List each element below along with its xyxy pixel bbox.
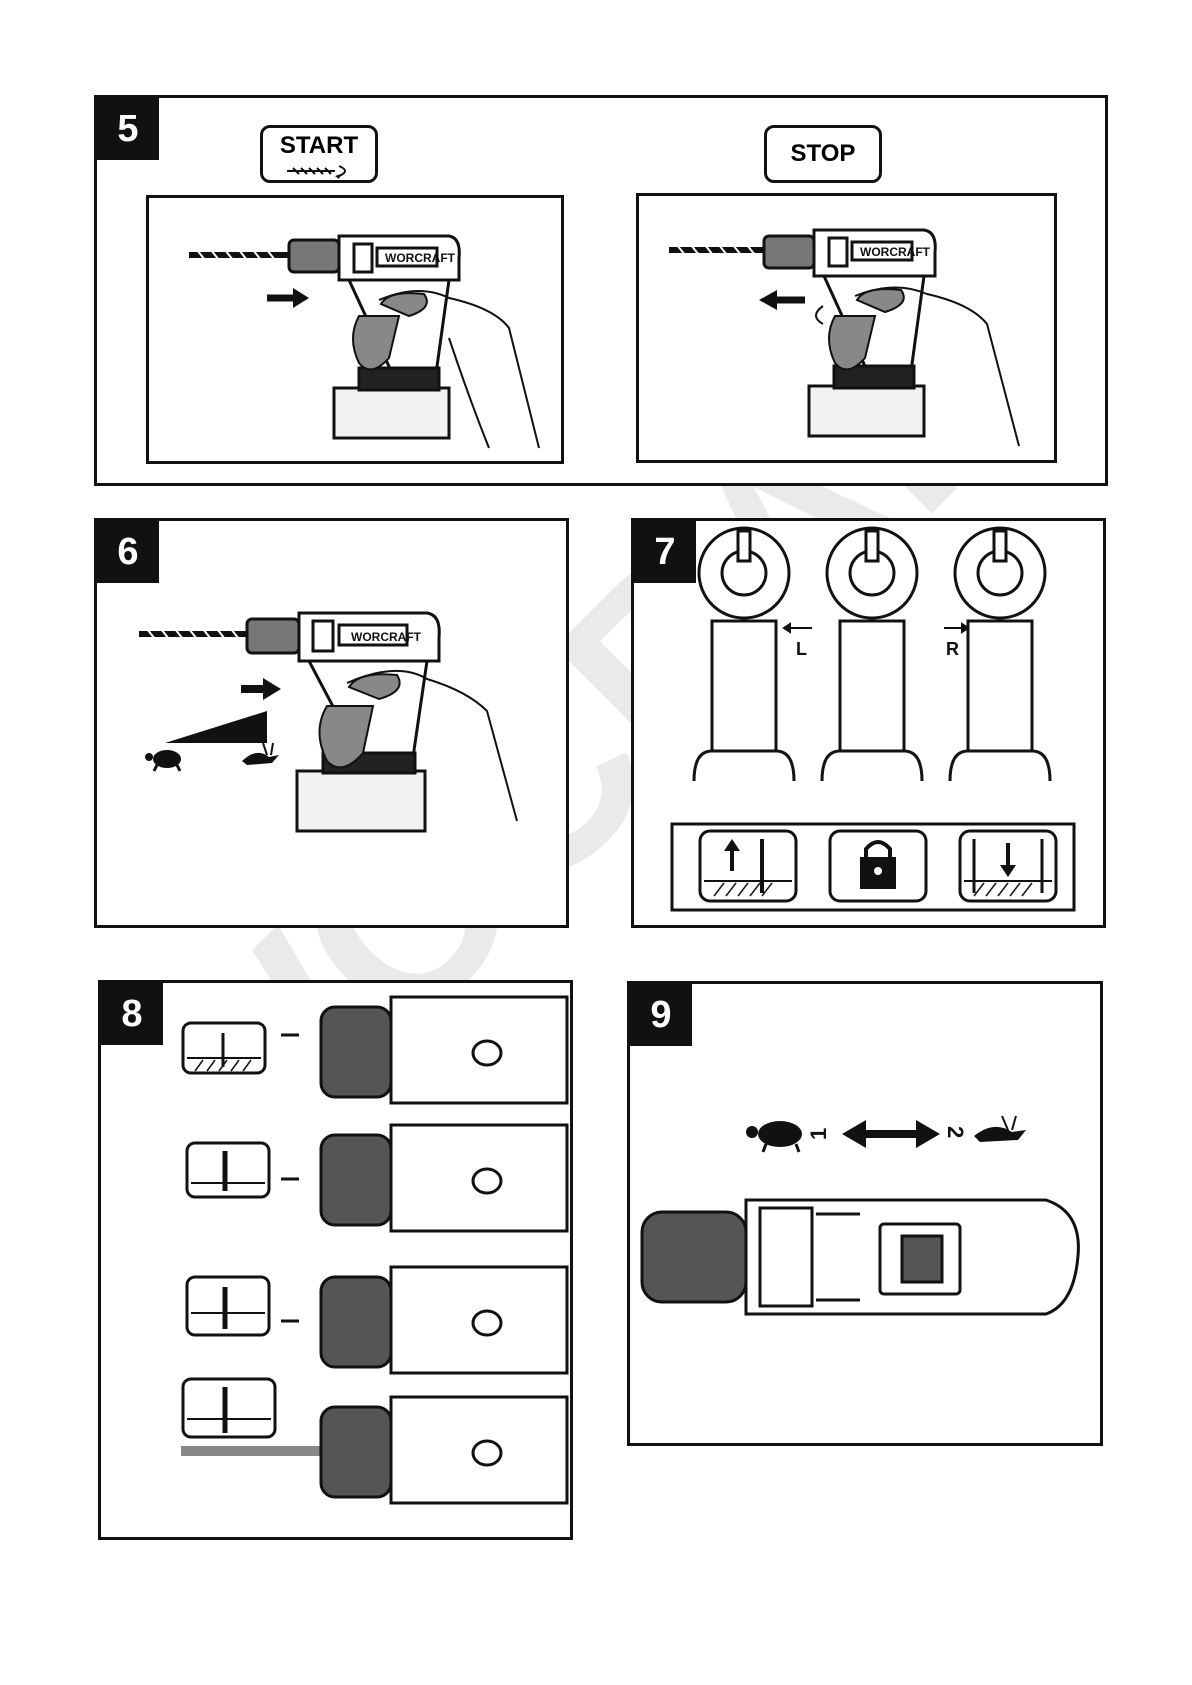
drill-bit-icon — [285, 164, 355, 178]
right-direction-label: R — [946, 639, 959, 659]
drill-illustration-start: WORCRAFT — [149, 198, 561, 461]
brand-logo: WORCRAFT — [860, 245, 931, 259]
wood-screw-icon — [187, 1277, 269, 1335]
brand-logo: WORCRAFT — [385, 251, 456, 265]
turtle-icon — [145, 750, 181, 771]
brand-logo: WORCRAFT — [351, 630, 422, 644]
drill-head-3 — [281, 1267, 567, 1373]
start-label-text: START — [280, 132, 358, 160]
lock-icon — [830, 831, 926, 901]
drill-into-wood-icon — [183, 1379, 275, 1437]
panel-7: 7 L R — [631, 518, 1106, 928]
step-number-5: 5 — [97, 98, 159, 160]
stop-label: STOP — [764, 125, 882, 183]
drill-bit-icon — [189, 250, 289, 260]
stop-frame: WORCRAFT — [636, 193, 1057, 463]
push-arrow-icon — [267, 288, 309, 308]
screw-in-icon — [960, 831, 1056, 901]
drill-illustration-stop: WORCRAFT — [639, 196, 1054, 460]
screw-icon — [187, 1143, 269, 1197]
panel-5: 5 START STOP WORCRAFT — [94, 95, 1108, 486]
push-arrow-icon — [241, 678, 281, 700]
drill-bit-icon — [669, 245, 764, 255]
drill-head-1 — [281, 997, 567, 1103]
left-direction-label: L — [796, 639, 807, 659]
drill-bit-icon — [139, 629, 247, 639]
drill-speed-illustration: WORCRAFT — [97, 521, 566, 925]
start-frame: WORCRAFT — [146, 195, 564, 464]
release-arrow-icon — [759, 290, 805, 310]
drill-top-view — [642, 1200, 1078, 1314]
panel-6: 6 WORCRAFT — [94, 518, 569, 928]
direction-switch-illustration: L R — [634, 521, 1103, 925]
nail-icon — [183, 1023, 265, 1073]
panel-9: 9 1 2 — [627, 981, 1103, 1446]
start-label: START — [260, 125, 378, 183]
rabbit-icon — [242, 743, 279, 765]
gear-selector-illustration: 1 2 — [630, 984, 1100, 1443]
drill-head-2 — [281, 1125, 567, 1231]
screw-out-icon — [700, 831, 796, 901]
turtle-icon — [746, 1121, 802, 1152]
gear-high-label: 2 — [943, 1126, 968, 1138]
panel-8: 8 — [98, 980, 573, 1540]
drill-head-4 — [321, 1397, 567, 1503]
double-arrow-icon — [842, 1120, 940, 1148]
speed-ramp-icon — [165, 711, 267, 743]
gear-low-label: 1 — [806, 1128, 831, 1140]
torque-settings-illustration — [101, 983, 570, 1537]
rabbit-icon — [974, 1116, 1026, 1142]
